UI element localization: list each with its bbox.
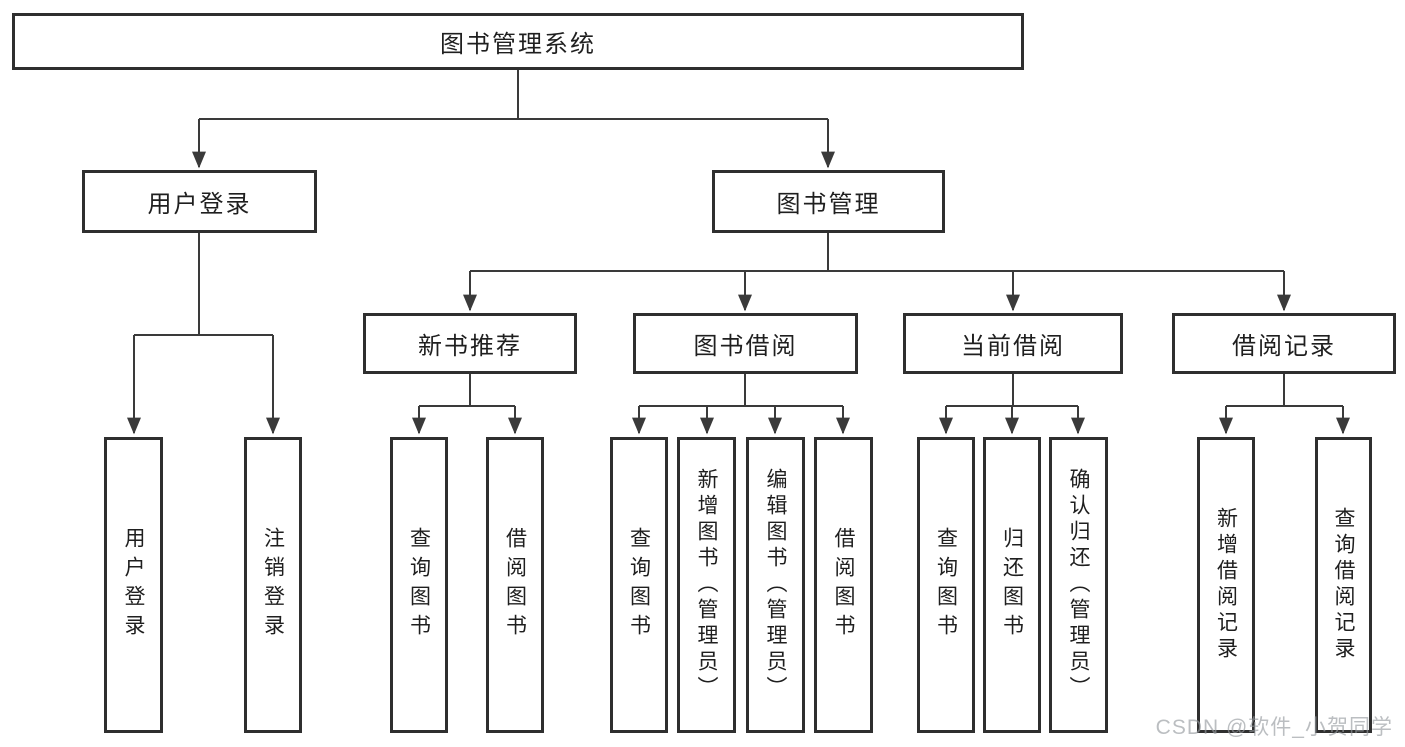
node-new-book-recommend-label: 新书推荐 bbox=[418, 333, 522, 360]
node-current-query-books-label: 查询图书 bbox=[934, 527, 958, 643]
node-confirm-return-admin: 确认归还（管理员） bbox=[1049, 437, 1108, 733]
node-book-management: 图书管理 bbox=[712, 170, 945, 233]
node-current-borrow: 当前借阅 bbox=[903, 313, 1123, 374]
node-current-borrow-label: 当前借阅 bbox=[961, 333, 1065, 360]
csdn-watermark: CSDN @软件_小贺同学 bbox=[1155, 716, 1393, 739]
node-current-query-books: 查询图书 bbox=[917, 437, 975, 733]
node-query-borrow-record: 查询借阅记录 bbox=[1315, 437, 1372, 733]
node-add-book-admin: 新增图书（管理员） bbox=[677, 437, 736, 733]
node-book-borrow: 图书借阅 bbox=[633, 313, 858, 374]
node-return-books: 归还图书 bbox=[983, 437, 1041, 733]
node-library-system-label: 图书管理系统 bbox=[440, 31, 596, 58]
node-confirm-return-admin-label: 确认归还（管理员） bbox=[1067, 468, 1090, 702]
node-new-book-recommend: 新书推荐 bbox=[363, 313, 577, 374]
node-borrow-query-books-label: 查询图书 bbox=[627, 527, 651, 643]
node-borrow-query-books: 查询图书 bbox=[610, 437, 668, 733]
node-book-borrow-label: 图书借阅 bbox=[693, 333, 798, 360]
node-recommend-borrow-books-label: 借阅图书 bbox=[503, 527, 527, 643]
node-recommend-query-books: 查询图书 bbox=[390, 437, 448, 733]
tree-branch-lines bbox=[134, 69, 1343, 407]
node-user-login-label: 用户登录 bbox=[147, 191, 252, 218]
node-borrow-borrow-books: 借阅图书 bbox=[814, 437, 873, 733]
node-return-books-label: 归还图书 bbox=[1000, 527, 1024, 643]
node-add-borrow-record-label: 新增借阅记录 bbox=[1214, 507, 1238, 663]
node-add-borrow-record: 新增借阅记录 bbox=[1197, 437, 1255, 733]
node-query-borrow-record-label: 查询借阅记录 bbox=[1332, 507, 1355, 663]
node-add-book-admin-label: 新增图书（管理员） bbox=[695, 468, 718, 702]
node-edit-book-admin: 编辑图书（管理员） bbox=[746, 437, 805, 733]
node-borrow-records: 借阅记录 bbox=[1172, 313, 1396, 374]
node-user-login-leaf-label: 用户登录 bbox=[122, 527, 145, 643]
node-logout-leaf-label: 注销登录 bbox=[261, 527, 285, 643]
node-library-system: 图书管理系统 bbox=[12, 13, 1024, 70]
node-logout-leaf: 注销登录 bbox=[244, 437, 302, 733]
node-borrow-records-label: 借阅记录 bbox=[1232, 333, 1336, 360]
node-user-login: 用户登录 bbox=[82, 170, 317, 233]
node-book-management-label: 图书管理 bbox=[776, 191, 881, 218]
node-borrow-borrow-books-label: 借阅图书 bbox=[832, 527, 855, 643]
node-edit-book-admin-label: 编辑图书（管理员） bbox=[764, 468, 787, 702]
node-user-login-leaf: 用户登录 bbox=[104, 437, 163, 733]
node-recommend-borrow-books: 借阅图书 bbox=[486, 437, 544, 733]
node-recommend-query-books-label: 查询图书 bbox=[407, 527, 431, 643]
